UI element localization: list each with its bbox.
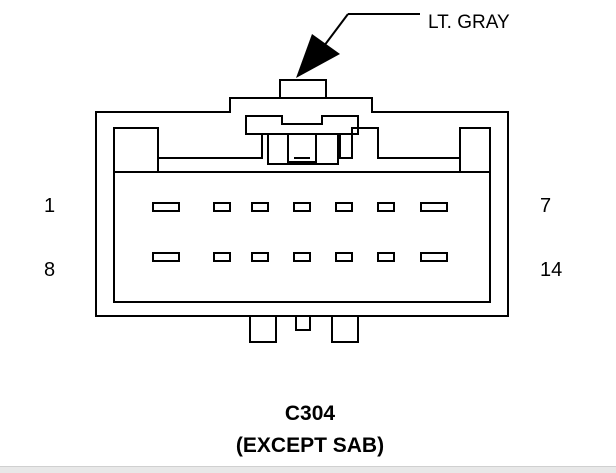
pin-slots [152, 202, 448, 262]
pin-slot-12 [335, 252, 353, 262]
wire-color-label: LT. GRAY [428, 12, 510, 33]
bottom-post-right [331, 315, 359, 343]
pin-slot-6 [377, 202, 395, 212]
connector-inner-profile [113, 127, 491, 173]
pin-label-bottom-left: 8 [44, 259, 55, 281]
pin-cavity [113, 171, 491, 303]
pin-label-top-right: 7 [540, 195, 551, 217]
connector-housing-outline [95, 97, 509, 317]
pin-slot-3 [251, 202, 269, 212]
locking-tab [279, 79, 327, 99]
pin-slot-9 [213, 252, 231, 262]
pin-slot-13 [377, 252, 395, 262]
pin-slot-5 [335, 202, 353, 212]
pin-label-bottom-right: 14 [540, 259, 562, 281]
connector-qualifier: (EXCEPT SAB) [236, 434, 384, 457]
pin-slot-11 [293, 252, 311, 262]
callout-leader-line [317, 13, 420, 55]
pin-slot-10 [251, 252, 269, 262]
latch-arm [245, 115, 359, 165]
latch-window [287, 133, 317, 163]
window-bottom-edge [0, 466, 616, 473]
pin-slot-4 [293, 202, 311, 212]
connector-name: C304 [285, 402, 336, 425]
bottom-post-center [295, 315, 311, 331]
bottom-post-left [249, 315, 277, 343]
left-corner-post [114, 127, 159, 172]
right-corner-post [459, 127, 490, 172]
pin-slot-2 [213, 202, 231, 212]
pin-slot-7 [420, 202, 448, 212]
pin-label-top-left: 1 [44, 195, 55, 217]
pin-slot-1 [152, 202, 180, 212]
pin-slot-8 [152, 252, 180, 262]
pin-slot-14 [420, 252, 448, 262]
callout-arrowhead [296, 34, 340, 78]
